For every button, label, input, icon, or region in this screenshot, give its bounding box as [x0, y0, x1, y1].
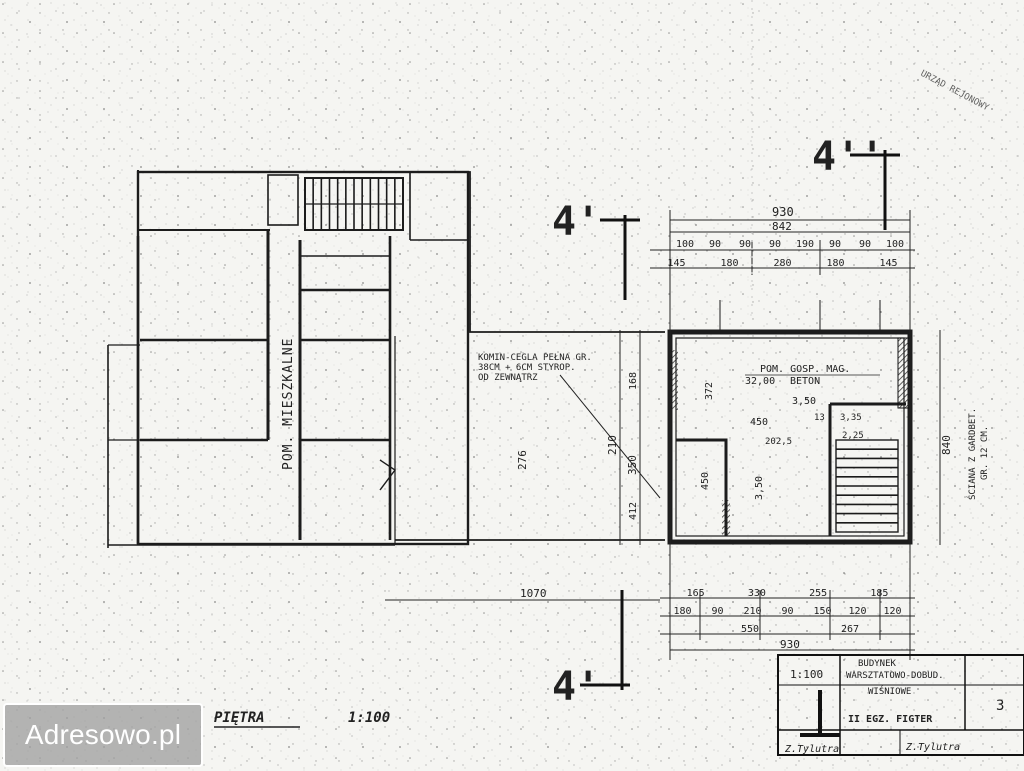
dimension-value: 180	[673, 606, 691, 617]
interior-dim-350b: 3,50	[754, 476, 765, 500]
interior-dim-372: 372	[704, 382, 715, 400]
dimension-value: 145	[667, 258, 685, 269]
dimension-value: 550	[741, 624, 759, 635]
dimension-value: 120	[848, 606, 866, 617]
dims-bottom: 165 330 255 185	[687, 588, 889, 599]
dim-840: 840	[940, 435, 953, 455]
interior-dim-350a: 3,50	[792, 396, 816, 407]
section-mark-4-prime-bottom	[580, 590, 630, 690]
dim-930: 930	[772, 205, 794, 219]
section-label-4-double-prime: 4''	[812, 134, 884, 180]
dims-bottom-row: 180 90 210 90 150 120 120	[673, 606, 901, 617]
staircase-top	[304, 177, 404, 231]
interior-dim-450: 450	[750, 417, 768, 428]
dim-1070: 1070	[520, 587, 547, 600]
dim-930-bottom: 930	[780, 638, 800, 651]
room-floor: BETON	[790, 376, 820, 387]
chimney-note-line1: KOMIN-CEGLA PEŁNA GR.	[478, 353, 592, 363]
dims-top-row2: 145 180 280 180 145	[667, 258, 897, 269]
room-name-workshop: POM. GOSP. MAG.	[760, 364, 850, 375]
dims-top-row: 100 90 90 90 190 90 90 100	[676, 239, 904, 250]
dimension-value: 185	[870, 588, 888, 599]
dimension-value: 190	[796, 239, 814, 250]
dimension-value: 90	[739, 239, 751, 250]
room-area: 32,00	[745, 376, 775, 387]
garage-wall-note-line2: GR. 12 CM.	[980, 426, 990, 480]
dim-842: 842	[772, 220, 792, 233]
plan-caption: PIĘTRA	[214, 710, 265, 726]
dim-210: 210	[606, 435, 619, 455]
section-mark-4-double-prime	[850, 150, 900, 230]
title-block-copies: II EGZ. FIGTER	[848, 714, 933, 725]
dimension-value: 90	[711, 606, 723, 617]
room-label-residential: POM. MIESZKALNE	[281, 338, 296, 470]
title-block-sign-right: Z.Tylutra	[905, 742, 960, 753]
title-block-sheet-no: 3	[996, 698, 1004, 714]
dimension-value: 255	[809, 588, 827, 599]
dimension-lines	[385, 210, 941, 660]
dimension-value: 90	[781, 606, 793, 617]
stair-dim-335: 3,35	[840, 413, 862, 423]
dimension-value: 120	[883, 606, 901, 617]
residential-wing	[107, 170, 665, 548]
dimension-value: 100	[886, 239, 904, 250]
dimension-value: 180	[720, 258, 738, 269]
dimension-value: 90	[859, 239, 871, 250]
interior-dim-450b: 450	[700, 472, 711, 490]
chimney-note-line3: OD ZEWNĄTRZ	[478, 373, 538, 383]
stair-dim-225: 2,25	[842, 431, 864, 441]
garage-wall-note-line1: ŚCIANA Z GARDBET.	[966, 408, 978, 500]
dimension-value: 165	[687, 588, 705, 599]
section-mark-4-prime-top	[600, 215, 640, 300]
section-label-4-prime-bottom: 4'	[552, 664, 600, 710]
dimension-value: 180	[826, 258, 844, 269]
dimension-value: 267	[841, 624, 859, 635]
title-block-owner: WIŚNIOWE	[868, 685, 911, 697]
dimension-value: 330	[748, 588, 766, 599]
dim-168: 168	[628, 372, 639, 390]
section-label-4-prime: 4'	[552, 199, 600, 245]
dimension-value: 90	[829, 239, 841, 250]
dimension-value: 100	[676, 239, 694, 250]
dim-276: 276	[516, 450, 529, 470]
dimension-value: 90	[709, 239, 721, 250]
dimension-value: 210	[743, 606, 761, 617]
title-block-project-2: WARSZTATOWO-DOBUD.	[846, 671, 944, 681]
dim-412: 412	[628, 502, 639, 520]
dimension-value: 90	[769, 239, 781, 250]
dimension-value: 280	[773, 258, 791, 269]
title-block	[777, 654, 1024, 756]
interior-dim-2025: 202,5	[765, 437, 792, 447]
dims-bottom-row2: 550 267	[741, 624, 859, 635]
plan-scale: 1:100	[348, 710, 390, 726]
dimension-value: 150	[813, 606, 831, 617]
title-block-sign-left: Z.Tylutra	[784, 744, 839, 755]
title-block-project-1: BUDYNEK	[858, 659, 897, 669]
title-block-scale: 1:100	[790, 668, 823, 681]
watermark-badge: Adresowo.pl	[3, 703, 203, 767]
dimension-value: 145	[879, 258, 897, 269]
chimney-leader	[559, 374, 661, 499]
chimney-note-line2: 38CM + 6CM STYROP.	[478, 363, 576, 373]
stair-dim-13: 13	[814, 413, 825, 423]
